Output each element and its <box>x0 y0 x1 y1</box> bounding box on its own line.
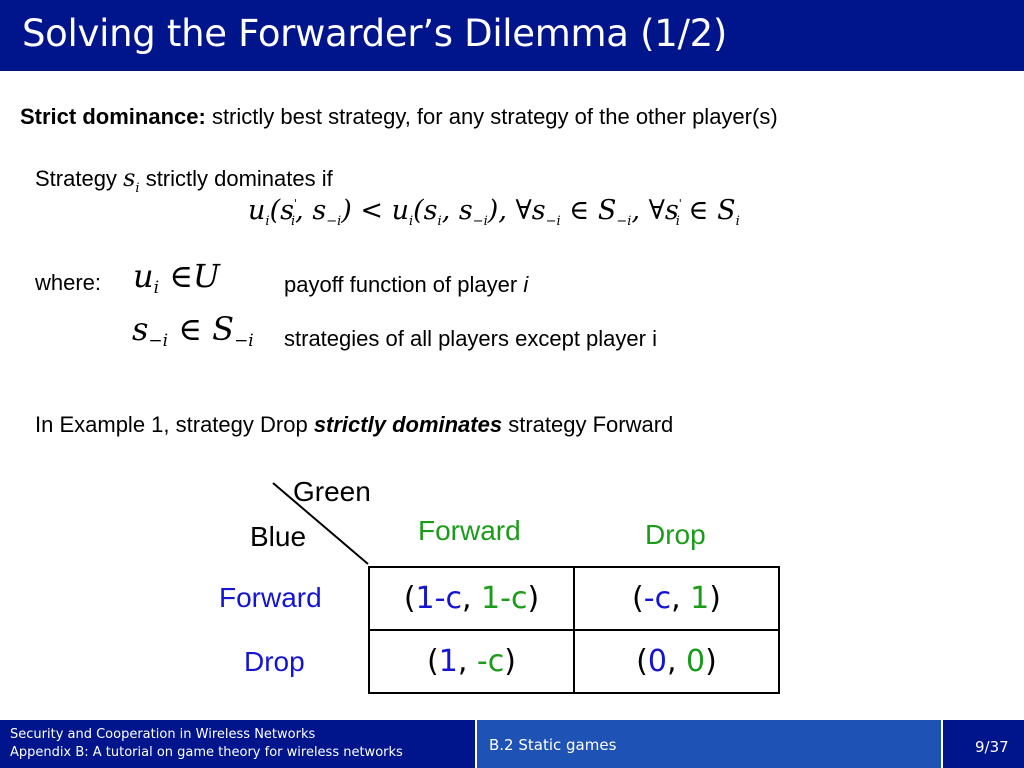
strategy-after: strictly dominates if <box>145 166 333 191</box>
row-label-forward: Forward <box>219 582 322 613</box>
footer-page: 9/37 <box>943 720 1024 768</box>
payoff-blue: 0 <box>647 644 667 679</box>
row-player-label: Blue <box>250 521 307 552</box>
math-s-minus-i: s−i ∈ S−i <box>132 310 254 351</box>
cell-forward-forward: (1-c, 1-c) <box>368 566 575 631</box>
strategy-line: Strategy si strictly dominates if <box>35 164 333 196</box>
footer-line2: Appendix B: A tutorial on game theory fo… <box>10 745 403 760</box>
slide-title: Solving the Forwarder’s Dilemma (1/2) <box>22 12 727 55</box>
matrix-diagonal <box>272 482 369 565</box>
payoff-desc-text: payoff function of player <box>284 272 518 297</box>
payoff-green: 1-c <box>481 581 528 616</box>
page-number: 9/37 <box>975 738 1009 756</box>
math-ui-in-U: ui ∈U <box>133 257 220 298</box>
payoff-blue: 1-c <box>415 581 462 616</box>
definition-text: strictly best strategy, for any strategy… <box>211 104 778 129</box>
row-label-drop: Drop <box>244 646 305 677</box>
payoff-desc: payoff function of player i <box>284 272 528 298</box>
footer-course: Security and Cooperation in Wireless Net… <box>0 720 475 768</box>
dominance-formula: ui(s'i, s−i) < ui(si, s−i), ∀s−i ∈ S−i, … <box>248 195 740 229</box>
strategy-label: Strategy <box>35 166 117 191</box>
strategies-desc: strategies of all players except player … <box>284 326 657 351</box>
payoff-green: 1 <box>690 581 710 616</box>
cell-drop-forward: (1, -c) <box>368 629 575 694</box>
cell-forward-drop: (-c, 1) <box>573 566 780 631</box>
col-label-drop: Drop <box>645 519 706 550</box>
cell-drop-drop: (0, 0) <box>573 629 780 694</box>
payoff-green: -c <box>476 644 505 679</box>
where-label: where: <box>35 270 102 295</box>
payoff-green: 0 <box>686 644 706 679</box>
title-bar: Solving the Forwarder’s Dilemma (1/2) <box>0 0 1024 71</box>
payoff-blue: -c <box>643 581 672 616</box>
payoff-desc-var: i <box>523 272 529 297</box>
payoff-matrix: (1-c, 1-c) (-c, 1) (1, -c) (0, 0) <box>368 566 780 694</box>
matrix-row-drop: (1, -c) (0, 0) <box>368 629 780 694</box>
footer-section: B.2 Static games <box>477 720 941 768</box>
example-emph: strictly dominates <box>313 412 503 437</box>
definition-line: Strict dominance: strictly best strategy… <box>20 104 778 130</box>
payoff-blue: 1 <box>438 644 458 679</box>
definition-term: Strict dominance: <box>20 104 206 129</box>
col-player-label: Green <box>293 476 371 507</box>
footer-line1: Security and Cooperation in Wireless Net… <box>10 727 316 742</box>
footer-section-label: B.2 Static games <box>489 736 617 754</box>
example-after: strategy Forward <box>508 412 674 437</box>
col-label-forward: Forward <box>418 515 521 546</box>
math-si: si <box>123 164 140 196</box>
example-before: In Example 1, strategy Drop <box>35 412 308 437</box>
matrix-row-forward: (1-c, 1-c) (-c, 1) <box>368 566 780 631</box>
example-line: In Example 1, strategy Drop strictly dom… <box>35 412 673 438</box>
